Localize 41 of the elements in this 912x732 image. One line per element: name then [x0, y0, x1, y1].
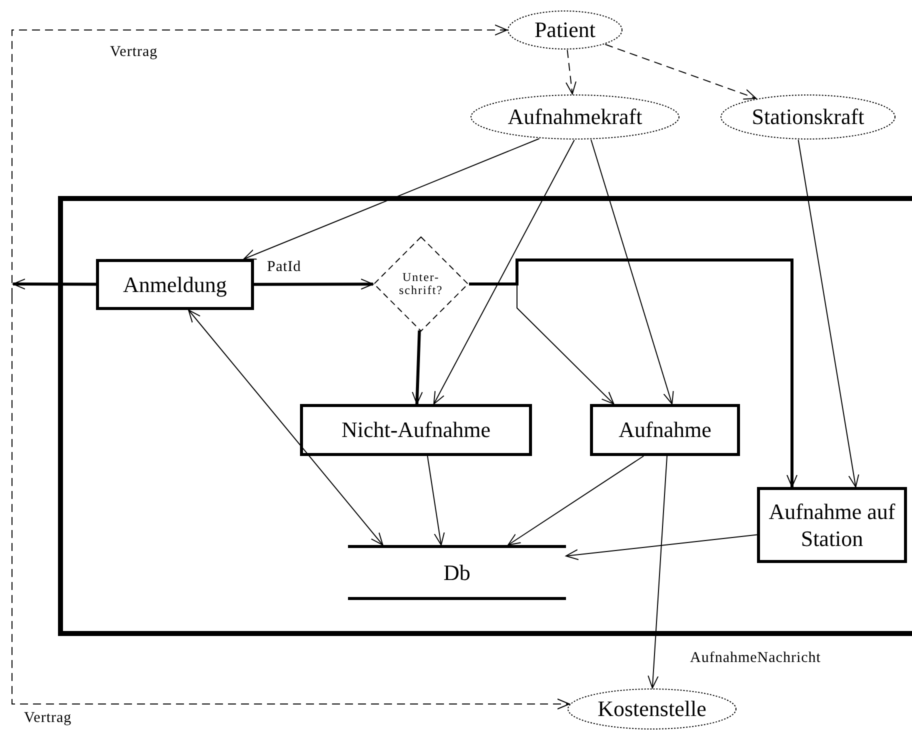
dashed-arrow [566, 49, 576, 94]
actor-ellipse [567, 688, 737, 730]
dashed-arrow [604, 44, 757, 100]
dashed-arrow [12, 24, 508, 296]
arrow [508, 456, 644, 546]
dashed-arrow [12, 296, 570, 710]
process-box [757, 487, 907, 563]
arrow [469, 258, 798, 488]
actor-ellipse [470, 94, 680, 140]
arrow [590, 139, 674, 404]
process-box [590, 404, 740, 456]
data-store [348, 545, 566, 600]
node-label: Aufnahme [618, 416, 712, 444]
arrow [12, 278, 96, 290]
arrow [412, 330, 423, 404]
node-label: Unter- schrift? [398, 270, 444, 298]
node-label: Patient [534, 16, 596, 44]
arrow [648, 456, 668, 688]
arrow [433, 140, 575, 404]
arrow [188, 310, 384, 546]
edge-label: Vertrag [22, 710, 74, 727]
decision-diamond [373, 236, 469, 332]
node-label: Stationskraft [752, 103, 864, 131]
arrow [243, 138, 540, 260]
process-box [96, 259, 254, 310]
node-label: Nicht-Aufnahme [341, 416, 491, 444]
process-box [300, 404, 532, 456]
system-boundary [58, 196, 912, 636]
actor-ellipse [507, 10, 623, 50]
arrow [254, 278, 374, 290]
actor-ellipse [720, 94, 896, 140]
node-label: Db [444, 558, 470, 586]
arrow [798, 139, 860, 488]
node-label: Aufnahmekraft [508, 103, 642, 131]
edge-label: Vertrag [108, 44, 160, 61]
node-label: Aufnahme auf Station [768, 498, 896, 552]
arrow [426, 456, 445, 546]
arrow [468, 284, 614, 404]
arrow [566, 534, 758, 560]
node-label: Kostenstelle [598, 695, 706, 723]
node-label: Anmeldung [123, 270, 227, 298]
